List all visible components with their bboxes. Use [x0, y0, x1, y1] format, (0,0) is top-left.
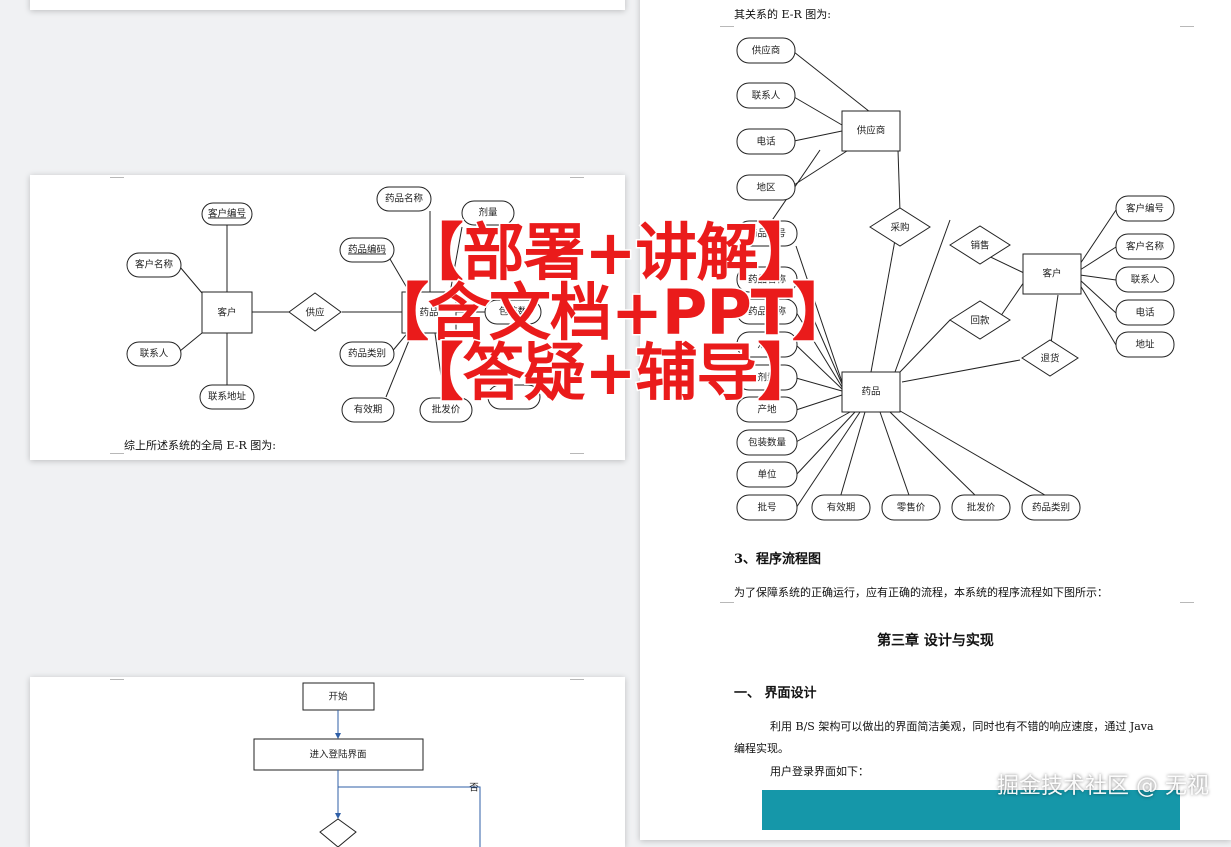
- attr-pack-qty: 包装数量: [748, 437, 787, 449]
- attr-retail-price: 零售价: [897, 502, 926, 514]
- attr-drug-code: 药品编码: [348, 244, 386, 256]
- promo-overlay: 【部署+讲解】 【含文档+PPT】 【答疑+辅导】: [360, 216, 860, 412]
- page-top-left-partial: [30, 0, 625, 10]
- entity-customer: 客户: [217, 307, 236, 319]
- attr-dose-right: 剂量: [757, 372, 777, 384]
- section3-text: 为了保障系统的正确运行，应有正确的流程，本系统的程序流程如下图所示：: [734, 586, 1108, 599]
- attr-drug-no: 药品编号: [748, 228, 786, 240]
- attr-drug-category-right: 药品类别: [1032, 502, 1070, 514]
- er-diagram-full: 供应商 客户 药品 采购 销售 回款 退货 供应商 联系人 电话 地区 客户编号…: [736, 37, 1175, 521]
- attr-origin: 产地: [757, 404, 777, 416]
- er-diagram-customer-drug: 客户 供应 药品 客户编号 客户名称 联系人 联系地址 药品名称 药品编码 药品…: [126, 186, 542, 423]
- paragraph-2: 用户登录界面如下：: [770, 765, 869, 778]
- attr-contact: 联系人: [140, 349, 169, 360]
- relationship-supply: 供应: [305, 307, 325, 319]
- attr-batch: 批号: [757, 502, 776, 514]
- flow-no-label: 否: [469, 783, 479, 794]
- attr-cust-id: 客户编号: [1126, 203, 1164, 215]
- attr-customer-name: 客户名称: [135, 259, 174, 271]
- promo-line-3: 【答疑+辅导】: [400, 336, 821, 409]
- chapter-title: 第三章 设计与实现: [877, 633, 994, 649]
- attr-wholesale-right: 批发价: [967, 502, 996, 514]
- flow-start: 开始: [328, 691, 348, 703]
- page-left-flow: 开始 进入登陆界面 否: [30, 677, 625, 847]
- watermark: 掘金技术社区 @ 无视: [997, 774, 1209, 799]
- paragraph-1-line2: 编程实现。: [734, 742, 789, 755]
- rel-sale: 销售: [970, 240, 989, 252]
- attr-drug-name: 药品名称: [385, 193, 424, 205]
- subsection-title: 一、 界面设计: [734, 686, 817, 701]
- attr-expiry: 有效期: [354, 404, 383, 416]
- rel-purchase: 采购: [890, 222, 909, 234]
- er-caption: 综上所述系统的全局 E-R 图为:: [124, 439, 276, 452]
- attr-unit: 单位: [757, 469, 777, 481]
- paragraph-1-line1: 利用 B/S 架构可以做出的界面简洁美观，同时也有不错的响应速度，通过 Java: [770, 720, 1154, 733]
- er-intro: 其关系的 E-R 图为:: [734, 8, 831, 21]
- entity-drug: 药品: [419, 308, 438, 319]
- attr-cust-name: 客户名称: [1126, 241, 1165, 253]
- flowchart: 开始 进入登陆界面 否: [253, 682, 481, 847]
- page-left-er: 客户 供应 药品 客户编号 客户名称 联系人 联系地址 药品名称 药品编码 药品…: [30, 175, 625, 460]
- attr-supplier-contact: 联系人: [752, 91, 781, 102]
- entity-customer-right: 客户: [1042, 268, 1061, 280]
- attr-supplier-phone: 电话: [756, 136, 776, 148]
- login-screenshot-preview: [762, 790, 1180, 830]
- rel-return-goods: 退货: [1040, 353, 1059, 365]
- attr-drug-name-1: 药品名称: [748, 274, 787, 286]
- attr-dose: 剂量: [478, 207, 498, 219]
- attr-package: 包装数: [499, 306, 528, 318]
- promo-line-1: 【部署+讲解】: [400, 216, 821, 289]
- attr-cust-address: 地址: [1135, 339, 1155, 351]
- entity-supplier: 供应商: [857, 125, 886, 137]
- attr-supplier: 供应商: [752, 45, 781, 57]
- attr-spec: 规格: [757, 339, 777, 351]
- entity-drug-right: 药品: [861, 387, 880, 398]
- page-right: 其关系的 E-R 图为:: [640, 0, 1231, 840]
- flow-enter-login: 进入登陆界面: [309, 749, 366, 761]
- attr-drug-category: 药品类别: [348, 348, 386, 360]
- attr-wholesale-price: 批发价: [432, 404, 461, 416]
- attr-expiry-right: 有效期: [827, 502, 856, 514]
- attr-drug-name-2: 药品名称: [748, 306, 787, 318]
- promo-line-2: 【含文档+PPT】: [365, 276, 855, 349]
- attr-cust-phone: 电话: [1135, 307, 1155, 319]
- section3-title: 3、程序流程图: [734, 552, 822, 567]
- attr-contact-address: 联系地址: [208, 391, 247, 403]
- attr-supplier-region: 地区: [756, 182, 776, 194]
- attr-cust-contact: 联系人: [1131, 275, 1160, 286]
- rel-return-money: 回款: [970, 315, 990, 327]
- attr-customer-id: 客户编号: [208, 208, 246, 220]
